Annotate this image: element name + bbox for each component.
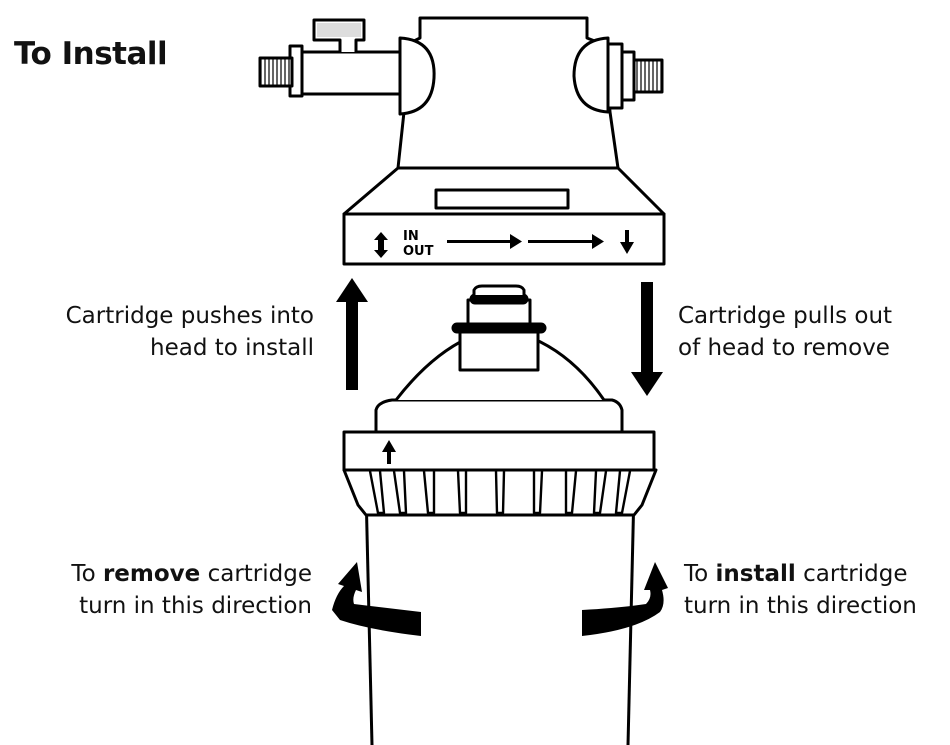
remove-caption-prefix: To	[71, 561, 103, 587]
push-caption: Cartridge pushes into head to install	[20, 300, 314, 364]
rim-up-arrow	[382, 440, 396, 464]
pull-caption-line2: of head to remove	[678, 335, 890, 361]
cartridge	[342, 284, 658, 745]
install-caption-line2: turn in this direction	[684, 593, 917, 619]
pull-caption: Cartridge pulls out of head to remove	[678, 300, 938, 364]
push-caption-line2: head to install	[150, 335, 314, 361]
install-rotation-arrow	[582, 562, 668, 636]
page-title: To Install	[14, 36, 168, 72]
install-caption: To install cartridge turn in this direct…	[684, 558, 946, 622]
pull-arrow	[631, 282, 663, 396]
install-caption-suffix: cartridge	[795, 561, 908, 587]
install-caption-line1: To install cartridge	[684, 558, 946, 590]
remove-caption-suffix: cartridge	[200, 561, 312, 587]
head-in-label: IN	[403, 229, 419, 244]
pull-caption-line1: Cartridge pulls out	[678, 303, 893, 329]
remove-rotation-arrow	[332, 562, 421, 636]
remove-caption-bold: remove	[102, 561, 201, 587]
remove-caption-line1: To remove cartridge	[20, 558, 312, 590]
filter-head: IN OUT	[258, 16, 666, 266]
install-caption-prefix: To	[684, 561, 716, 587]
push-arrow	[336, 278, 368, 390]
head-out-label: OUT	[403, 244, 434, 259]
remove-caption: To remove cartridge turn in this directi…	[20, 558, 312, 622]
push-caption-line1: Cartridge pushes into	[65, 303, 314, 329]
remove-caption-line2: turn in this direction	[79, 593, 312, 619]
install-caption-bold: install	[715, 561, 796, 587]
